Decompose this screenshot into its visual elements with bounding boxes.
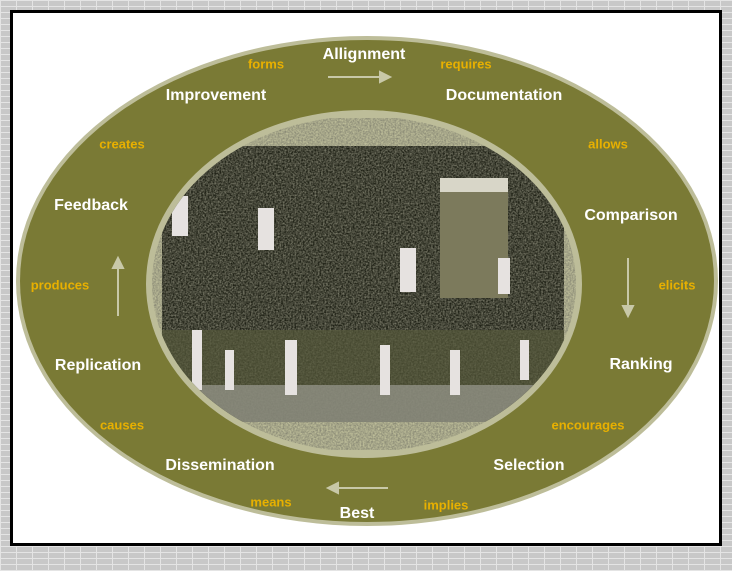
concept-allignment: Allignment [322,46,406,63]
relation-creates: creates [99,136,145,152]
relation-causes: causes [99,417,145,433]
relation-means: means [250,494,292,510]
horse-team-photo [162,146,564,422]
relation-implies: implies [423,497,469,513]
concept-dissemination: Dissemination [165,457,275,474]
concept-replication: Replication [54,357,142,374]
relation-encourages: encourages [551,417,625,433]
relation-elicits: elicits [658,277,696,293]
concept-selection: Selection [493,457,565,474]
concept-best: Best [339,505,375,522]
relation-produces: produces [30,277,90,293]
concept-improvement: Improvement [165,87,267,104]
concept-comparison: Comparison [584,207,678,224]
concept-documentation: Documentation [445,87,563,104]
relation-requires: requires [440,56,492,72]
relation-forms: forms [247,56,285,72]
relation-allows: allows [588,136,628,152]
concept-feedback: Feedback [54,197,128,214]
concept-ranking: Ranking [609,356,673,373]
